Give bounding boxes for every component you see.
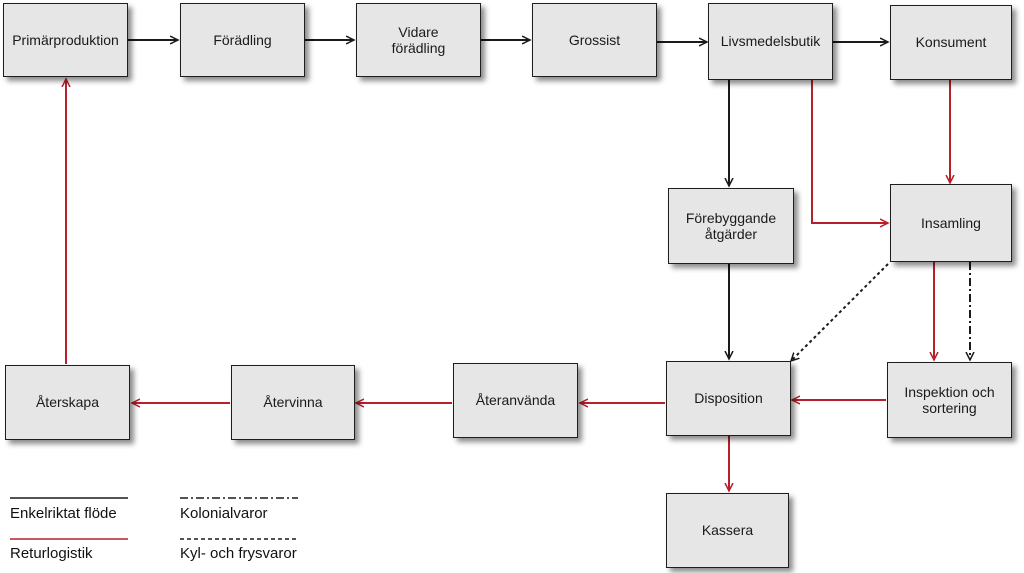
node-label: Konsument (915, 34, 987, 51)
node-ateranvanda: Återanvända (453, 363, 578, 438)
legend-return: Returlogistik (10, 545, 93, 562)
node-label: Återvinna (263, 394, 323, 411)
legend-dry-goods: Kolonialvaror (180, 505, 268, 522)
node-label: Livsmedelsbutik (720, 33, 821, 50)
node-label: Inspektion och sortering (904, 383, 995, 416)
node-vidare-foradling: Vidare förädling (356, 3, 481, 77)
node-konsument: Konsument (890, 5, 1012, 80)
node-label: Grossist (568, 31, 621, 48)
node-forebyggande: Förebyggande åtgärder (668, 188, 794, 264)
node-kassera: Kassera (666, 493, 789, 568)
node-label: Vidare förädling (391, 23, 446, 56)
node-label: Kassera (701, 522, 754, 539)
node-grossist: Grossist (532, 3, 657, 77)
node-insamling: Insamling (890, 184, 1012, 262)
node-label: Insamling (921, 214, 981, 231)
node-disposition: Disposition (666, 361, 791, 436)
arrow-insamling-disposition-dotted (791, 263, 889, 361)
node-inspektion: Inspektion och sortering (887, 362, 1012, 438)
node-foradling: Förädling (180, 3, 305, 77)
node-label: Återskapa (35, 394, 100, 411)
node-livsmedelsbutik: Livsmedelsbutik (708, 3, 833, 80)
node-label: Förädling (213, 31, 272, 48)
legend-cold-goods: Kyl- och frysvaror (180, 545, 297, 562)
node-label: Förebyggande åtgärder (685, 209, 777, 242)
node-label: Återanvända (475, 392, 556, 409)
node-primarproduktion: Primärproduktion (3, 3, 128, 77)
arrow-livsmedelsbutik-insamling (811, 80, 888, 223)
legend-one-way: Enkelriktat flöde (10, 505, 117, 522)
node-label: Primärproduktion (12, 31, 119, 48)
node-label: Disposition (694, 390, 763, 407)
node-atervinna: Återvinna (231, 365, 355, 440)
node-aterskapa: Återskapa (5, 365, 130, 440)
